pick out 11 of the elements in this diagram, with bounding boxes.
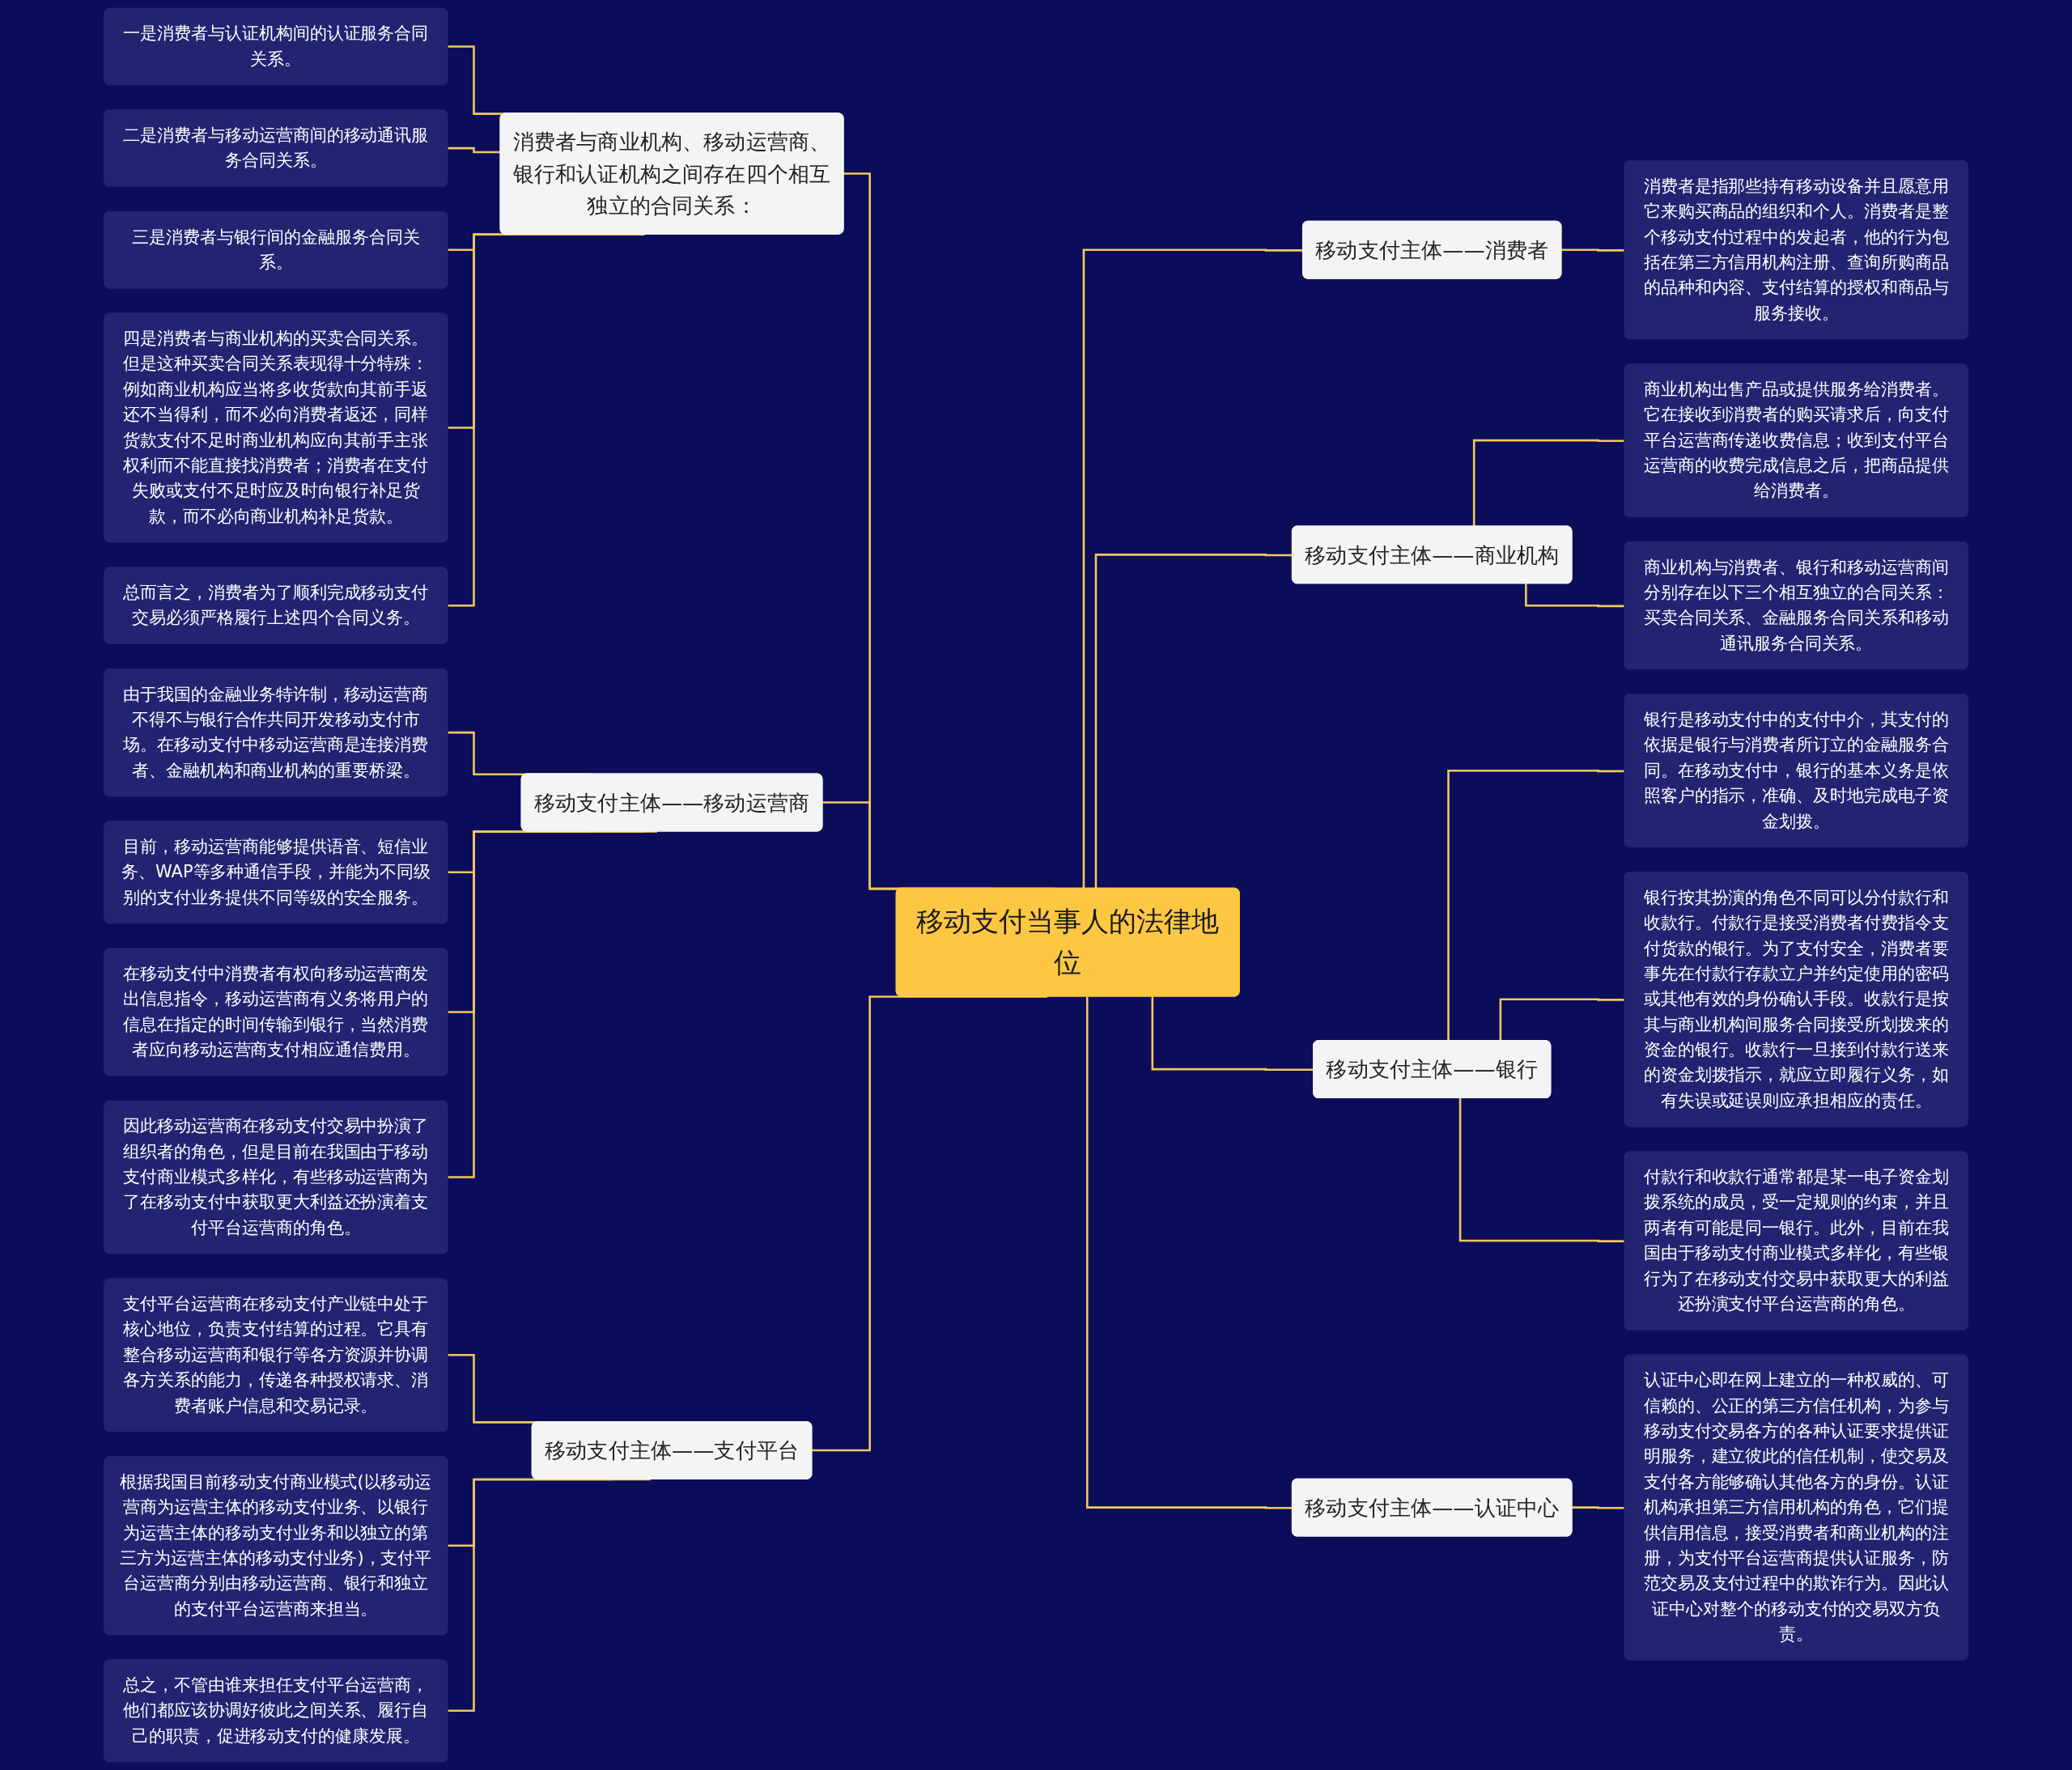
connector <box>1458 1098 1625 1242</box>
connector <box>447 1478 651 1713</box>
connector <box>1525 584 1625 608</box>
connector <box>1472 439 1625 527</box>
connector <box>1571 1506 1625 1509</box>
connector <box>811 995 1047 1452</box>
connector <box>447 830 658 1179</box>
connector <box>1447 769 1625 1042</box>
connector <box>1499 998 1625 1042</box>
connector <box>447 146 501 154</box>
connector <box>1560 248 1625 252</box>
